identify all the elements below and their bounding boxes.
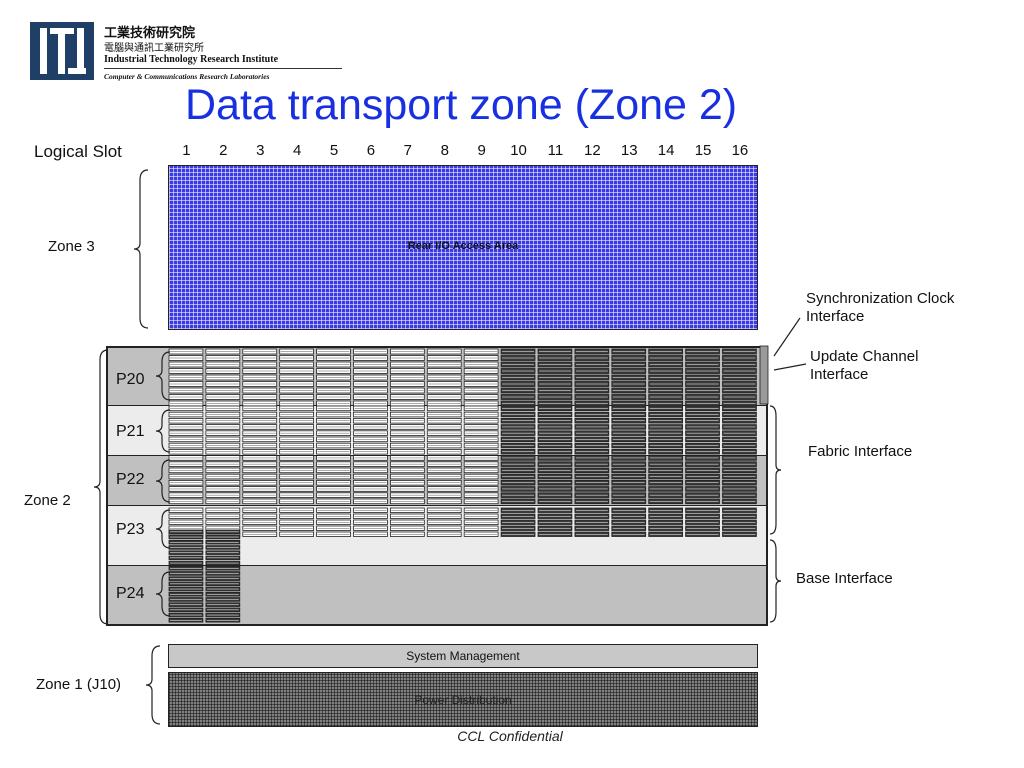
sync-clock-leader [773,317,801,357]
slot-number: 2 [219,142,228,159]
itri-logo [30,22,94,80]
rear-io-area [168,165,758,330]
institute-name-en: Industrial Technology Research Institute [104,54,279,65]
institute-name-zh: 工業技術研究院 [104,26,196,41]
slot-number: 7 [403,142,413,159]
logical-slot-label: Logical Slot [34,142,122,161]
slot-number: 12 [584,142,601,159]
power-distribution-bar: Power Distribution [168,672,758,727]
connector-p23: P23 [116,521,145,538]
fabric-interface-label: Fabric Interface [808,443,913,460]
update-channel-label: Update Channel Interface [810,348,919,383]
header-divider [104,68,342,69]
p22-brace [155,459,171,503]
zone2-brace [93,349,109,625]
p23-brace [155,509,171,549]
slot-number: 15 [694,142,712,159]
slot-number: 3 [256,142,265,159]
lab-name-en: Computer & Communications Research Labor… [104,72,270,81]
lab-name-zh: 電腦與通訊工業研究所 [104,43,204,54]
zone2-label: Zone 2 [24,492,71,509]
p21-brace [155,409,171,453]
base-brace [769,539,782,623]
connector-p24: P24 [116,585,145,602]
sync-clock-label: Synchronization Clock Interface [806,290,955,325]
slot-number: 14 [657,142,675,159]
update-channel-leader [773,363,807,371]
p24-brace [155,571,171,617]
slot-number: 6 [366,142,376,159]
rear-io-area-label: Rear I/O Access Area [407,240,519,252]
connector-p20: P20 [116,371,145,388]
zone3-brace [133,169,149,329]
slot-number: 11 [547,142,564,159]
connector-p22: P22 [116,471,145,488]
fabric-brace [769,405,782,535]
base-interface-label: Base Interface [796,570,893,587]
zone1-label: Zone 1 (J10) [36,676,122,693]
zone3-label: Zone 3 [48,238,95,255]
footer-confidential: CCL Confidential [457,728,563,744]
system-management-bar: System Management [168,644,758,668]
connector-p21: P21 [116,423,145,440]
slide-title: Data transport zone (Zone 2) [185,81,738,129]
slot-number: 5 [329,142,339,159]
slot-number: 4 [292,142,302,159]
p20-brace [155,351,171,401]
slot-number: 1 [182,142,191,159]
zone1-brace [145,645,161,725]
slot-number: 13 [620,142,638,159]
slot-number: 16 [731,142,749,159]
slot-number: 10 [510,142,527,159]
slot-number: 9 [477,142,486,159]
sync-clock-connector [759,345,769,405]
slot-number: 8 [440,142,449,159]
